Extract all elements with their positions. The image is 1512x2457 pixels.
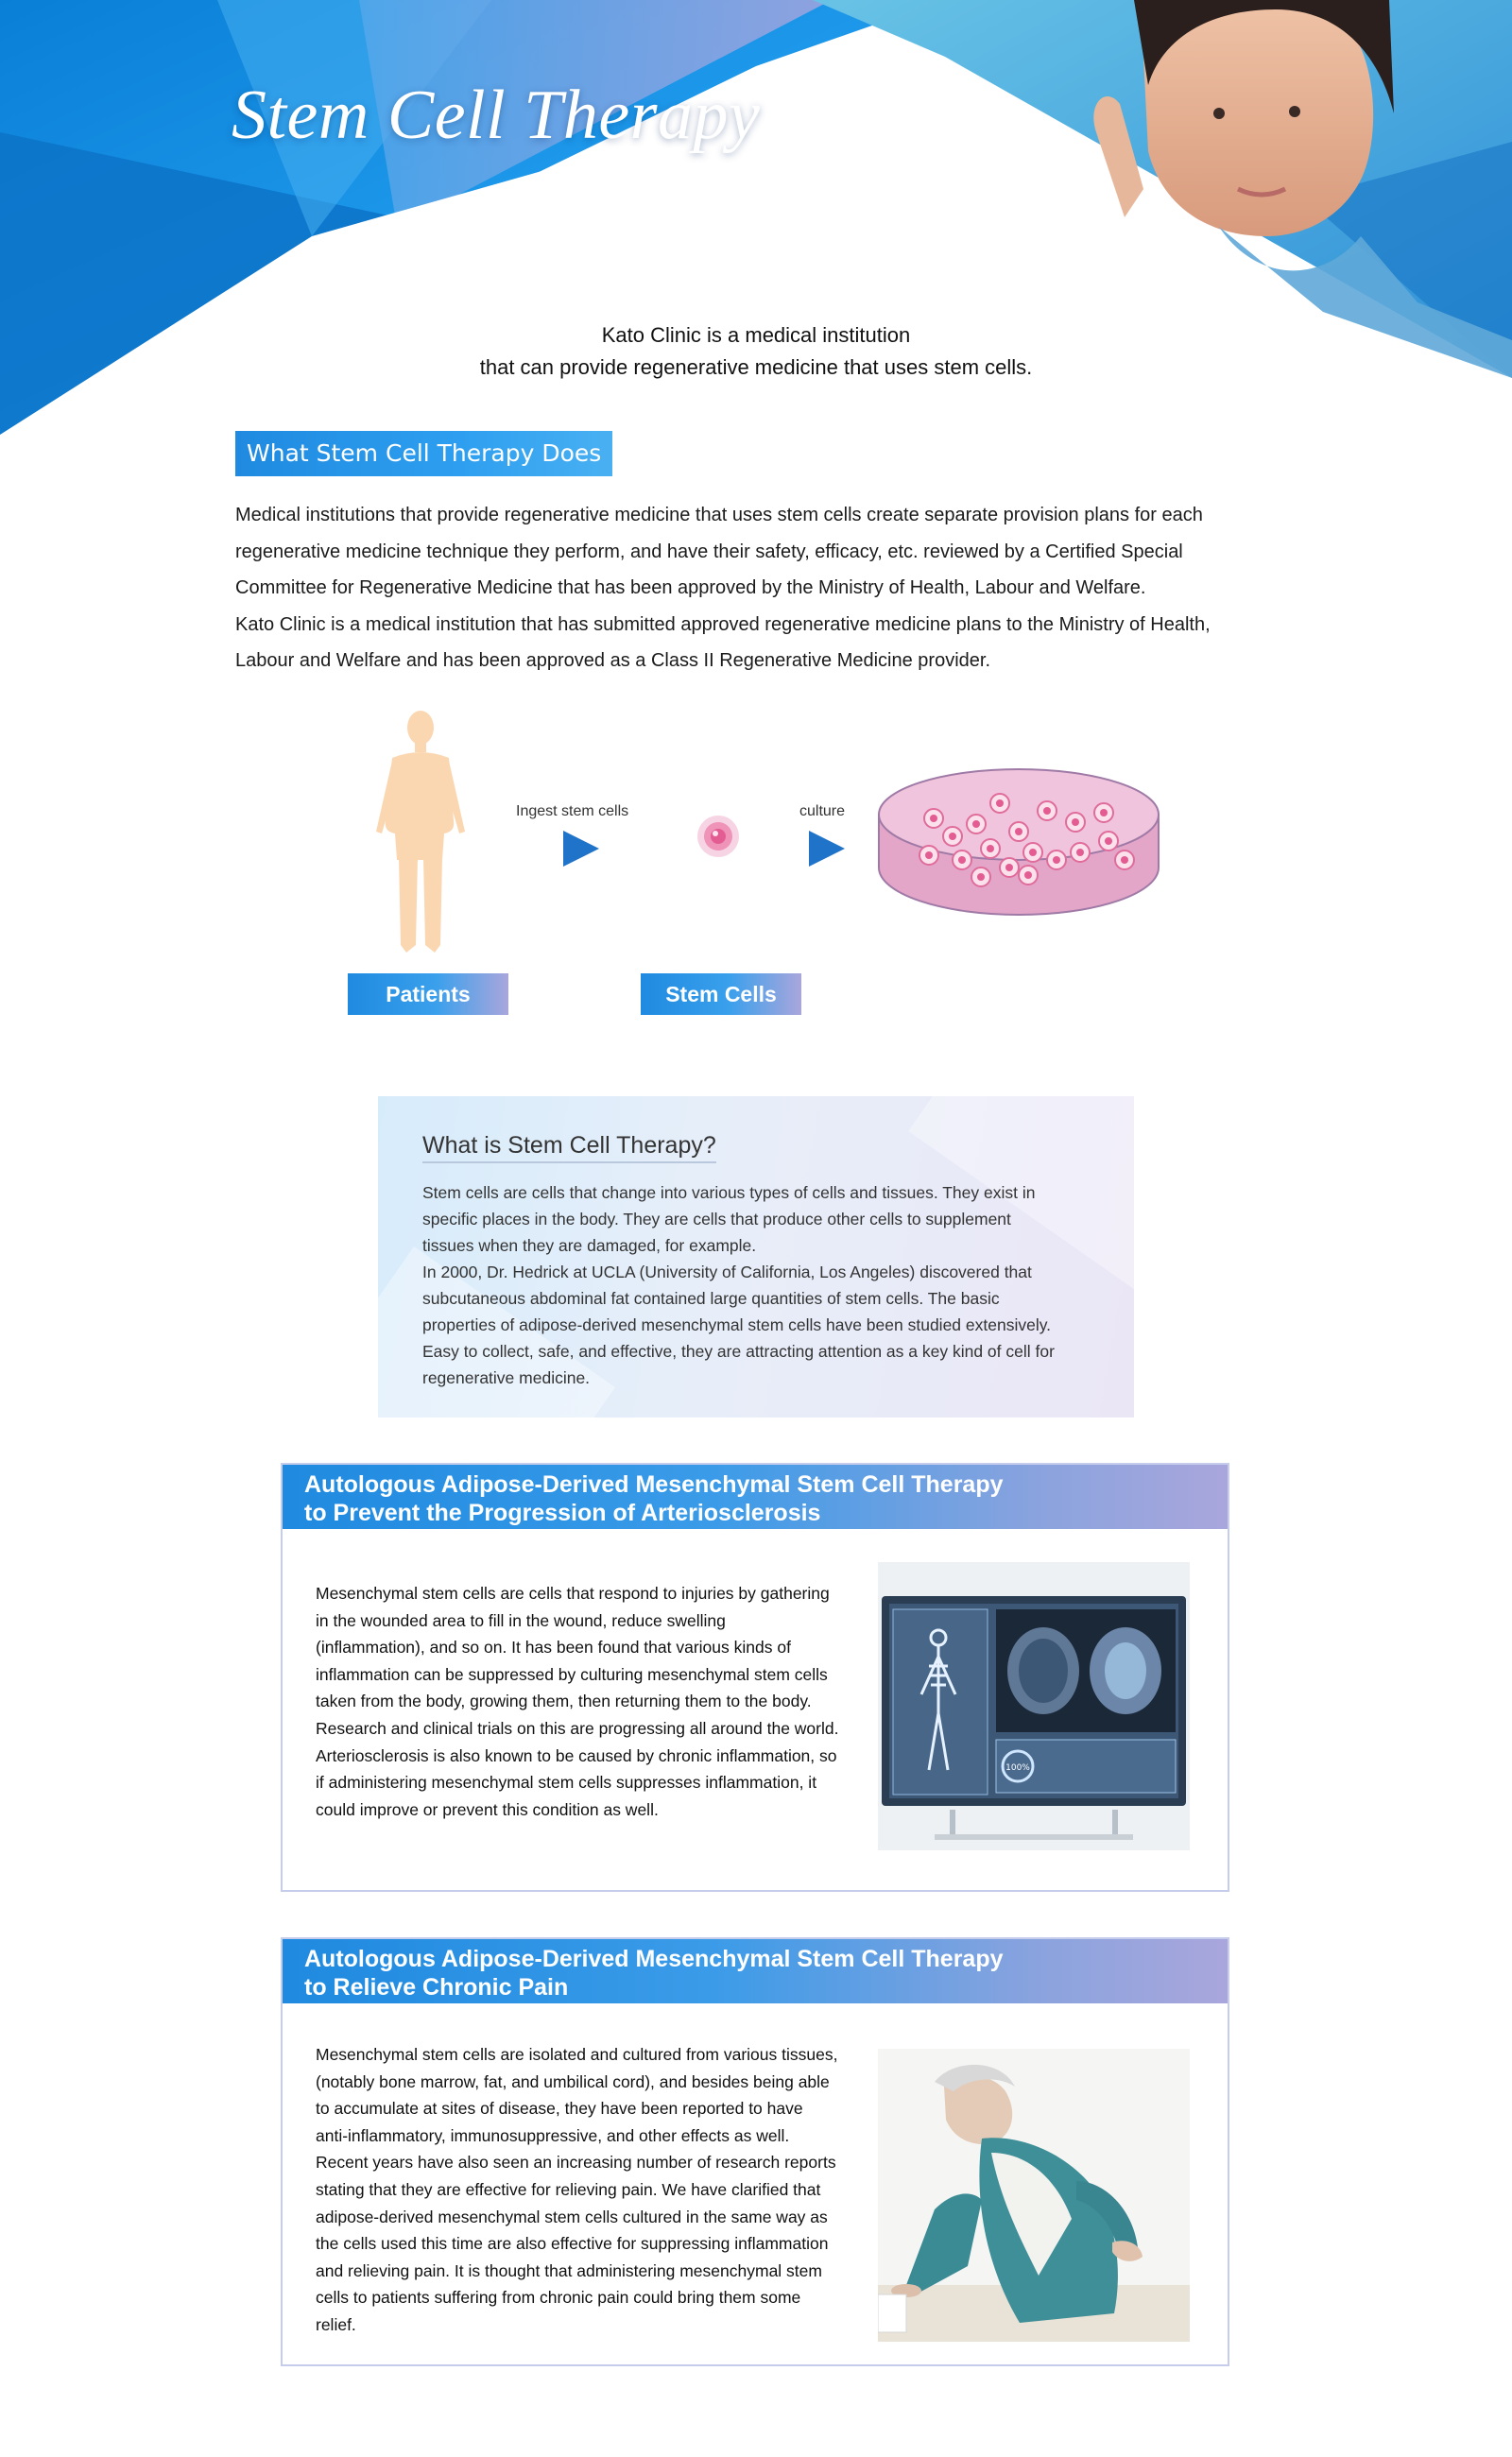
cell-nucleus bbox=[996, 799, 1004, 807]
arrow-right-icon bbox=[809, 831, 845, 867]
page-title: Stem Cell Therapy bbox=[232, 77, 761, 154]
hero-background bbox=[0, 0, 1512, 444]
body-line: regenerative medicine technique they per… bbox=[235, 541, 1183, 562]
cell-nucleus bbox=[949, 833, 956, 840]
body-line: subcutaneous abdominal fat contained lar… bbox=[422, 1289, 1000, 1308]
card-title-line: to Relieve Chronic Pain bbox=[304, 1974, 569, 2001]
woman-portrait-image bbox=[1093, 0, 1512, 378]
body-line: (inflammation), and so on. It has been f… bbox=[316, 1638, 791, 1658]
card-title-line: Autologous Adipose-Derived Mesenchymal S… bbox=[304, 1471, 1004, 1498]
arrow-right-icon bbox=[563, 831, 599, 867]
body-line: Committee for Regenerative Medicine that… bbox=[235, 577, 1146, 598]
body-line: Mesenchymal stem cells are isolated and … bbox=[316, 2045, 838, 2064]
card-title-line: to Prevent the Progression of Arterioscl… bbox=[304, 1500, 821, 1526]
medical-monitor-image: 100% bbox=[878, 1562, 1190, 1850]
card-header: Autologous Adipose-Derived Mesenchymal S… bbox=[283, 1465, 1228, 1529]
body-line: Stem cells are cells that change into va… bbox=[422, 1183, 1036, 1202]
body-line: regenerative medicine. bbox=[422, 1368, 591, 1387]
cell-nucleus bbox=[977, 873, 985, 881]
cell-nucleus bbox=[958, 856, 966, 864]
intro-line: Kato Clinic is a medical institution bbox=[601, 323, 911, 347]
body-line: In 2000, Dr. Hedrick at UCLA (University… bbox=[422, 1263, 1032, 1281]
image-badge: 100% bbox=[1005, 1763, 1030, 1773]
cell-nucleus bbox=[1015, 828, 1022, 835]
step-label: culture bbox=[799, 803, 846, 819]
body-line: anti-inflammatory, immunosuppressive, an… bbox=[316, 2125, 790, 2145]
process-diagram: Ingest stem cells culture Patients Stem … bbox=[340, 709, 1191, 1030]
cell-nucleus bbox=[972, 820, 980, 828]
cell-nucleus bbox=[1072, 818, 1079, 826]
body-line: Mesenchymal stem cells are cells that re… bbox=[316, 1584, 830, 1603]
intro-text: Kato Clinic is a medical institution tha… bbox=[0, 319, 1512, 384]
info-box-title: What is Stem Cell Therapy? bbox=[422, 1132, 716, 1163]
therapy-card-chronic-pain: Autologous Adipose-Derived Mesenchymal S… bbox=[281, 1937, 1229, 2366]
hero-banner: Stem Cell Therapy Kato Clinic is a medic… bbox=[0, 0, 1512, 444]
cell-nucleus bbox=[1076, 849, 1084, 856]
body-line: inflammation can be suppressed by cultur… bbox=[316, 1664, 828, 1684]
step-label: Ingest stem cells bbox=[516, 803, 629, 819]
body-line: Arteriosclerosis is also known to be cau… bbox=[316, 1745, 837, 1765]
cell-nucleus bbox=[1005, 864, 1013, 871]
therapy-card-arteriosclerosis: Autologous Adipose-Derived Mesenchymal S… bbox=[281, 1463, 1229, 1892]
body-line: (notably bone marrow, fat, and umbilical… bbox=[316, 2071, 830, 2091]
stem-cell-icon bbox=[697, 816, 739, 857]
body-line: taken from the body, growing them, then … bbox=[316, 1692, 812, 1711]
card-header: Autologous Adipose-Derived Mesenchymal S… bbox=[283, 1939, 1228, 2003]
body-line: Labour and Welfare and has been approved… bbox=[235, 650, 991, 671]
cell-nucleus bbox=[987, 845, 994, 852]
info-box: What is Stem Cell Therapy? Stem cells ar… bbox=[378, 1096, 1134, 1418]
card-body: Mesenchymal stem cells are isolated and … bbox=[316, 2041, 854, 2339]
body-line: Kato Clinic is a medical institution tha… bbox=[235, 613, 1211, 635]
cell-nucleus bbox=[925, 851, 933, 859]
cell-nucleus bbox=[1029, 849, 1037, 856]
human-body-icon bbox=[376, 711, 465, 953]
body-line: in the wounded area to fill in the wound… bbox=[316, 1610, 726, 1630]
body-line: adipose-derived mesenchymal stem cells c… bbox=[316, 2207, 828, 2226]
cell-nucleus bbox=[1053, 856, 1060, 864]
back-pain-photo bbox=[878, 2049, 1190, 2342]
body-line: tissues when they are damaged, for examp… bbox=[422, 1236, 757, 1255]
cell-nucleus bbox=[1024, 871, 1032, 879]
patients-label: Patients bbox=[348, 973, 508, 1015]
body-line: properties of adipose-derived mesenchyma… bbox=[422, 1315, 1052, 1334]
body-line: Research and clinical trials on this are… bbox=[316, 1718, 839, 1738]
body-line: stating that they are effective for reli… bbox=[316, 2179, 821, 2199]
body-line: could improve or prevent this condition … bbox=[316, 1799, 659, 1819]
cell-nucleus bbox=[1105, 837, 1112, 845]
stem-cells-label: Stem Cells bbox=[641, 973, 801, 1015]
body-line: and relieving pain. It is thought that a… bbox=[316, 2260, 822, 2280]
body-line: specific places in the body. They are ce… bbox=[422, 1210, 1011, 1228]
info-box-body: Stem cells are cells that change into va… bbox=[422, 1179, 1103, 1391]
body-line: to accumulate at sites of disease, they … bbox=[316, 2099, 803, 2119]
cell-nucleus bbox=[930, 815, 937, 822]
card-title-line: Autologous Adipose-Derived Mesenchymal S… bbox=[304, 1946, 1004, 1972]
card-body: Mesenchymal stem cells are cells that re… bbox=[316, 1580, 854, 1823]
body-line: relief. bbox=[316, 2314, 356, 2334]
intro-line: that can provide regenerative medicine t… bbox=[479, 355, 1033, 379]
cell-nucleus bbox=[1121, 856, 1128, 864]
cell-nucleus bbox=[1043, 807, 1051, 815]
body-line: the cells used this time are also effect… bbox=[316, 2234, 829, 2254]
petri-dish-icon bbox=[878, 768, 1160, 916]
cell-nucleus bbox=[1100, 809, 1108, 816]
body-line: cells to patients suffering from chronic… bbox=[316, 2288, 801, 2308]
body-line: Recent years have also seen an increasin… bbox=[316, 2153, 836, 2173]
section-body: Medical institutions that provide regene… bbox=[235, 497, 1284, 679]
section-heading: What Stem Cell Therapy Does bbox=[235, 431, 613, 476]
body-line: if administering mesenchymal stem cells … bbox=[316, 1773, 817, 1793]
body-line: Easy to collect, safe, and effective, th… bbox=[422, 1342, 1055, 1361]
body-line: Medical institutions that provide regene… bbox=[235, 505, 1203, 525]
